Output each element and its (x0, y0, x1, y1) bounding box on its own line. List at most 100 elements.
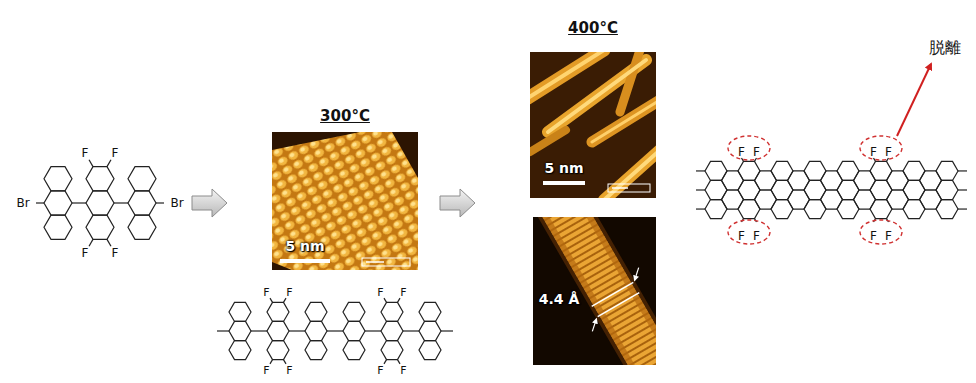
benzene-ring (229, 321, 251, 340)
benzene-ring (267, 302, 289, 321)
dashed-ellipse-outline (860, 220, 902, 244)
bond-line (696, 208, 705, 209)
stm-image-panel: 4.4 Å (533, 217, 656, 365)
bond-line (958, 208, 967, 209)
fluorine-atom: F (870, 145, 877, 159)
atom-label: F (82, 147, 89, 159)
atom-label: F (112, 247, 119, 259)
leaving-group-ellipse: FF (730, 137, 784, 167)
stm-image-panel: 300°C5 nm (272, 132, 418, 270)
benzene-ring (343, 302, 365, 321)
benzene-ring (267, 321, 289, 340)
benzene-ring (86, 191, 114, 215)
bond-line (284, 360, 287, 364)
fluorine-atom: F (885, 145, 892, 159)
process-arrow (192, 189, 227, 217)
fluorine-atom: F (738, 229, 745, 243)
bond-line (958, 170, 967, 171)
dashed-ellipse-outline (728, 136, 770, 160)
bond-line (217, 330, 229, 331)
benzene-ring (419, 321, 441, 340)
bond-line (114, 202, 128, 203)
bond-line (270, 298, 273, 302)
benzene-ring (419, 302, 441, 321)
bond-line (89, 160, 93, 167)
fluorine-atom: F (738, 145, 745, 159)
fluorine-atom: F (753, 229, 760, 243)
temperature-heading: 400°C (568, 19, 618, 37)
bond-line (289, 330, 305, 331)
benzene-ring (343, 341, 365, 360)
benzene-ring (229, 341, 251, 360)
benzene-ring (86, 215, 114, 239)
bond-line (89, 239, 93, 246)
atom-label: F (377, 365, 383, 376)
bond-line (384, 298, 387, 302)
benzene-ring (86, 167, 114, 191)
fluorine-atom: F (870, 229, 877, 243)
leaving-group-ellipse: FF (862, 137, 916, 167)
bond-line (696, 170, 705, 171)
atom-label: Br (16, 197, 29, 209)
benzene-ring (381, 302, 403, 321)
benzene-ring (305, 302, 327, 321)
dashed-ellipse (862, 137, 900, 159)
bond-line (72, 202, 86, 203)
atom-label: F (82, 247, 89, 259)
bond-line (441, 330, 453, 331)
leaving-group-ellipse: FF (862, 221, 916, 251)
atom-label: F (400, 365, 406, 376)
stm-image (530, 52, 656, 198)
atom-label: F (286, 365, 292, 376)
bond-line (958, 189, 967, 190)
bond-line (398, 298, 401, 302)
stm-image (272, 132, 418, 270)
benzene-ring (44, 191, 72, 215)
benzene-ring (267, 341, 289, 360)
benzene-ring (44, 215, 72, 239)
benzene-ring (305, 341, 327, 360)
bond-line (403, 330, 419, 331)
atom-label: F (263, 287, 269, 298)
fluorine-atom: F (753, 145, 760, 159)
dashed-ellipse-outline (860, 136, 902, 160)
scale-label: 5 nm (285, 238, 324, 254)
dimension-label: 4.4 Å (539, 291, 580, 307)
benzene-ring (229, 302, 251, 321)
scale-label: 5 nm (544, 160, 583, 176)
benzene-ring (936, 200, 958, 219)
dashed-ellipse (862, 221, 900, 243)
benzene-ring (419, 341, 441, 360)
release-arrow (897, 64, 931, 136)
dashed-ellipse-outline (728, 220, 770, 244)
fluorine-atom: F (885, 229, 892, 243)
bond-line (156, 202, 164, 203)
bond-line (251, 330, 267, 331)
temperature-heading: 300°C (320, 107, 370, 125)
stm-image-panel: 400°C5 nm (530, 52, 656, 198)
bond-line (270, 360, 273, 364)
benzene-ring (381, 321, 403, 340)
leaving-group-ellipse: FF (730, 221, 784, 251)
bond-line (107, 160, 111, 167)
benzene-ring (381, 341, 403, 360)
benzene-ring (936, 180, 958, 199)
bond-line (384, 360, 387, 364)
bond-line (365, 330, 381, 331)
benzene-ring (128, 215, 156, 239)
benzene-ring (343, 321, 365, 340)
bond-line (36, 202, 44, 203)
atom-label: F (112, 147, 119, 159)
benzene-ring (128, 191, 156, 215)
benzene-ring (44, 167, 72, 191)
benzene-ring (936, 161, 958, 180)
benzene-ring (305, 321, 327, 340)
dashed-ellipse (730, 221, 768, 243)
atom-label: F (400, 287, 406, 298)
stm-image (533, 217, 656, 365)
atom-label: Br (170, 197, 183, 209)
atom-label: F (377, 287, 383, 298)
atom-label: F (263, 365, 269, 376)
